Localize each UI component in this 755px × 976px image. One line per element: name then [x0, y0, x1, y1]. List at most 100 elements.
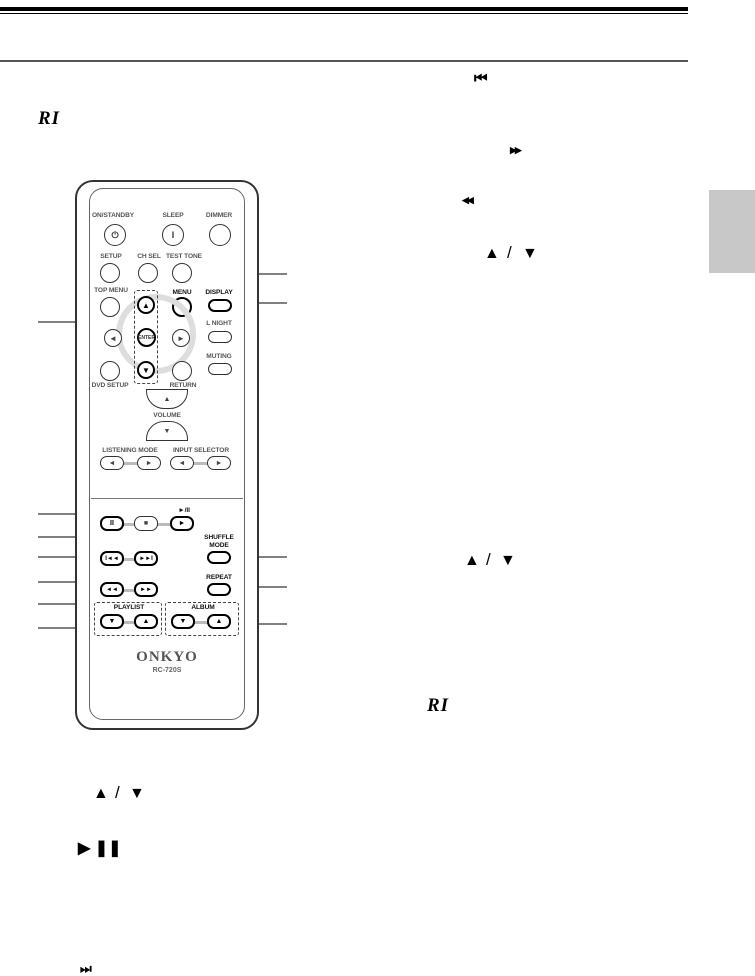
volume-up-icon: ▲	[163, 395, 171, 403]
next-track-button[interactable]: ►►I	[134, 551, 158, 566]
dimmer-button[interactable]	[209, 224, 231, 246]
shuffle-mode-button[interactable]	[207, 551, 231, 564]
cursor-right-button[interactable]: ►	[172, 329, 190, 347]
listening-mode-bar	[104, 462, 158, 465]
right-arrow-icon: ►	[215, 459, 223, 467]
album-bar	[176, 621, 226, 624]
cursor-up-button[interactable]: ▲	[137, 296, 155, 314]
rewind-icon: ◄◄	[106, 586, 118, 593]
input-selector-right-button[interactable]: ►	[207, 456, 231, 470]
right-arrow-icon: ►	[177, 333, 185, 343]
pause-icon: II	[110, 520, 114, 527]
skip-bar	[104, 558, 154, 561]
album-callout-box	[165, 602, 239, 636]
setup-label: SETUP	[100, 253, 122, 260]
left-arrow-icon: ◄	[108, 459, 116, 467]
on-standby-label: ON/STANDBY	[91, 212, 135, 219]
dimmer-label: DIMMER	[205, 212, 233, 219]
return-button[interactable]	[172, 361, 192, 381]
down-arrow-icon: ▼	[522, 245, 538, 262]
next-track-icon: ⏭	[80, 961, 92, 976]
power-button[interactable]: ⏻	[104, 224, 126, 246]
playlist-up-button[interactable]: ▲	[134, 614, 158, 629]
volume-down-icon: ▼	[163, 427, 171, 435]
listening-mode-label: LISTENING MODE	[102, 447, 158, 454]
ch-sel-button[interactable]	[138, 263, 158, 283]
left-arrow-icon: ◄	[109, 333, 117, 343]
play-button[interactable]: ►	[170, 516, 194, 531]
play-pause-label: ►/II	[178, 507, 190, 514]
previous-track-button[interactable]: I◄◄	[100, 551, 124, 566]
enter-label: ENTER	[138, 334, 155, 341]
pause-button[interactable]: II	[100, 516, 124, 531]
listening-mode-left-button[interactable]: ◄	[100, 456, 124, 470]
up-arrow-icon: ▲	[93, 785, 109, 802]
cursor-down-button[interactable]: ▼	[137, 361, 155, 379]
down-arrow-icon: ▼	[129, 785, 145, 802]
album-down-button[interactable]: ▼	[171, 614, 195, 629]
stop-button[interactable]: ■	[134, 516, 158, 531]
playlist-bar	[104, 621, 154, 624]
right-arrow-icon: ►	[145, 459, 153, 467]
play-icon: ►	[178, 520, 186, 527]
power-icon: ⏻	[111, 229, 119, 240]
previous-track-icon: I◄◄	[105, 555, 119, 562]
previous-track-icon: ⏮	[474, 70, 488, 87]
stop-icon: ■	[143, 520, 149, 527]
album-up-button[interactable]: ▲	[207, 614, 231, 629]
repeat-label: REPEAT	[206, 574, 232, 581]
down-arrow-icon: ▼	[142, 365, 150, 375]
top-menu-label: TOP MENU	[94, 287, 128, 294]
section-rule	[0, 60, 688, 62]
slash-separator: /	[486, 550, 491, 569]
setup-button[interactable]	[100, 263, 120, 283]
ri-logo-icon: RI	[427, 695, 450, 716]
left-arrow-icon: ◄	[178, 459, 186, 467]
rewind-button[interactable]: ◄◄	[100, 582, 124, 597]
playlist-down-button[interactable]: ▼	[100, 614, 124, 629]
up-arrow-icon: ▲	[215, 618, 223, 625]
l-night-button[interactable]	[208, 331, 232, 343]
cursor-callout-box	[134, 290, 158, 384]
input-selector-left-button[interactable]: ◄	[170, 456, 194, 470]
up-arrow-icon: ▲	[484, 245, 500, 262]
dvd-setup-label: DVD SETUP	[91, 382, 129, 389]
slash-separator: /	[115, 783, 120, 802]
cursor-left-button[interactable]: ◄	[104, 329, 122, 347]
test-tone-label: TEST TONE	[166, 253, 202, 260]
sleep-button[interactable]: I	[162, 224, 184, 246]
next-track-icon: ►►I	[139, 555, 153, 562]
return-label: RETURN	[169, 382, 197, 389]
fast-forward-icon: ▶▶	[510, 145, 522, 155]
input-selector-bar	[174, 462, 228, 465]
ch-sel-label: CH SEL	[137, 253, 161, 260]
menu-label: MENU	[172, 289, 192, 296]
volume-label: VOLUME	[153, 412, 181, 419]
test-tone-button[interactable]	[172, 263, 192, 283]
playlist-label: PLAYLIST	[113, 604, 145, 611]
top-menu-button[interactable]	[100, 297, 120, 317]
header-rule-thick	[0, 7, 688, 11]
display-label: DISPLAY	[205, 289, 233, 296]
search-bar	[104, 589, 154, 592]
enter-button[interactable]: ENTER	[137, 328, 156, 347]
dvd-setup-button[interactable]	[100, 361, 120, 381]
display-button[interactable]	[208, 299, 232, 312]
brand-logo: ONKYO	[136, 649, 198, 665]
down-arrow-icon: ▼	[179, 618, 187, 625]
model-name: RC-720S	[152, 667, 182, 674]
rewind-icon: ◀◀	[462, 195, 474, 205]
repeat-button[interactable]	[207, 583, 231, 596]
sleep-label: SLEEP	[162, 212, 184, 219]
listening-mode-right-button[interactable]: ►	[137, 456, 161, 470]
shuffle-label: SHUFFLE	[204, 534, 234, 541]
muting-label: MUTING	[206, 353, 232, 360]
fast-forward-icon: ►►	[140, 586, 152, 593]
fast-forward-button[interactable]: ►►	[134, 582, 158, 597]
remote-control-panel	[89, 188, 245, 720]
chapter-tab	[709, 190, 755, 273]
slash-separator: /	[507, 243, 512, 262]
up-arrow-icon: ▲	[142, 300, 150, 310]
mode-label: MODE	[209, 542, 229, 549]
muting-button[interactable]	[208, 363, 232, 375]
